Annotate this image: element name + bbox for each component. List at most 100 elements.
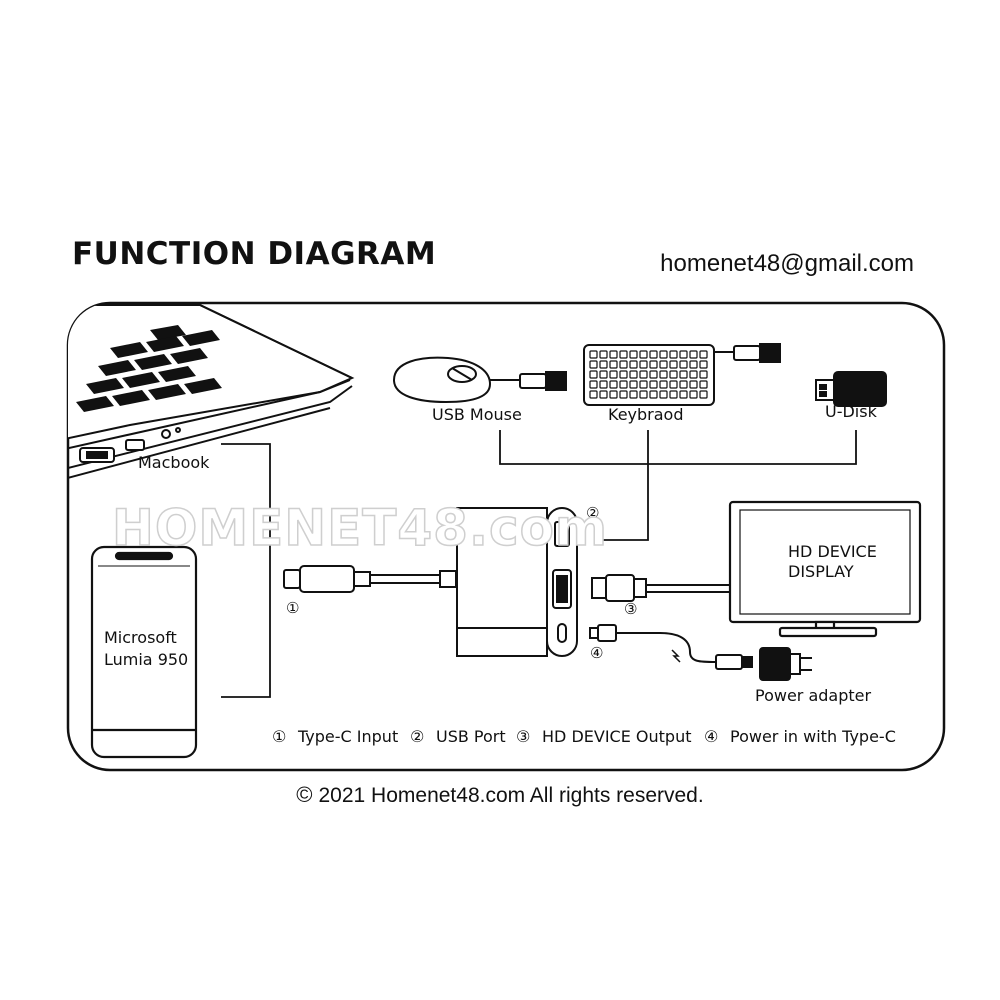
keyboard-label: Keybraod: [608, 405, 684, 424]
diagram-frame: [66, 301, 946, 772]
keyboard-key: [699, 380, 708, 389]
keyboard-key: [619, 390, 628, 399]
keyboard-key: [639, 360, 648, 369]
hub-ports-face: [546, 507, 578, 657]
keyboard-key: [639, 390, 648, 399]
keyboard-key: [669, 370, 678, 379]
keyboard-key: [599, 390, 608, 399]
macbook-illustration: [68, 304, 355, 482]
keyboard-key: [699, 370, 708, 379]
keyboard-key: [589, 350, 598, 359]
hd-display-illustration: [728, 500, 922, 638]
phone-illustration: [90, 545, 198, 759]
marker-2: ②: [586, 504, 599, 522]
keyboard-key: [589, 390, 598, 399]
keyboard-key: [679, 350, 688, 359]
keyboard-keys: [589, 350, 708, 399]
type-c-power-port: [557, 623, 567, 643]
keyboard-key: [669, 360, 678, 369]
keyboard-key: [699, 360, 708, 369]
keyboard-key: [589, 380, 598, 389]
marker-3: ③: [624, 600, 637, 618]
macbook-label: Macbook: [138, 453, 210, 472]
u-disk-illustration: [815, 371, 887, 407]
usb-mouse-illustration: [392, 356, 567, 404]
keyboard-key: [649, 360, 658, 369]
keyboard-key: [619, 360, 628, 369]
keyboard-key: [609, 350, 618, 359]
legend-2-label: USB Port: [436, 727, 506, 746]
legend-1-label: Type-C Input: [297, 727, 398, 746]
keyboard-key: [609, 390, 618, 399]
legend-1-marker: ①: [272, 727, 286, 746]
keyboard-cable: [714, 343, 781, 363]
keyboard-key: [629, 370, 638, 379]
hub-body: [456, 507, 548, 657]
marker-1: ①: [286, 599, 299, 617]
u-disk-label: U-Disk: [825, 402, 878, 421]
keyboard-key: [659, 380, 668, 389]
host-bracket: [221, 443, 271, 698]
keyboard-key: [599, 360, 608, 369]
keyboard-key: [609, 380, 618, 389]
keyboard-key: [599, 350, 608, 359]
phone-label-line2: Lumia 950: [104, 650, 188, 669]
contact-email: homenet48@gmail.com: [660, 250, 914, 277]
display-label-line1: HD DEVICE: [788, 542, 877, 561]
keyboard-key: [689, 350, 698, 359]
type-c-cable: [283, 565, 457, 593]
hdmi-cable: [591, 574, 740, 602]
keyboard-key: [659, 350, 668, 359]
legend: ① Type-C Input ② USB Port ③ HD DEVICE Ou…: [272, 727, 896, 746]
keyboard-key: [689, 390, 698, 399]
legend-2-marker: ②: [410, 727, 424, 746]
keyboard-key: [669, 380, 678, 389]
legend-4-marker: ④: [704, 727, 718, 746]
keyboard-illustration: [583, 344, 715, 406]
display-label-line2: DISPLAY: [788, 562, 854, 581]
copyright-text: 2021 Homenet48.com All rights reserved.: [318, 784, 704, 807]
keyboard-key: [649, 390, 658, 399]
keyboard-key: [669, 390, 678, 399]
keyboard-key: [609, 370, 618, 379]
keyboard-key: [589, 360, 598, 369]
diagram-title: FUNCTION DIAGRAM: [72, 236, 437, 272]
keyboard-key: [699, 390, 708, 399]
phone-label-line1: Microsoft: [104, 628, 177, 647]
keyboard-key: [619, 370, 628, 379]
keyboard-key: [589, 370, 598, 379]
keyboard-key: [649, 350, 658, 359]
keyboard-key: [649, 380, 658, 389]
power-adapter-illustration: [759, 647, 812, 681]
keyboard-key: [679, 360, 688, 369]
usb-port: [554, 521, 570, 547]
keyboard-key: [679, 370, 688, 379]
marker-4: ④: [590, 644, 603, 662]
power-adapter-label: Power adapter: [755, 686, 872, 705]
peripherals-bracket: [499, 430, 857, 541]
watermark: HOMENET48.com: [112, 499, 608, 557]
keyboard-key: [599, 380, 608, 389]
keyboard-key: [689, 360, 698, 369]
legend-4-label: Power in with Type-C: [730, 727, 896, 746]
keyboard-key: [629, 390, 638, 399]
keyboard-key: [679, 390, 688, 399]
keyboard-key: [669, 350, 678, 359]
copyright-symbol: ©: [296, 782, 313, 807]
keyboard-key: [679, 380, 688, 389]
usb-mouse-label: USB Mouse: [432, 405, 522, 424]
keyboard-key: [639, 380, 648, 389]
keyboard-key: [639, 370, 648, 379]
copyright-footer: ©2021 Homenet48.com All rights reserved.: [0, 782, 1000, 808]
legend-3-marker: ③: [516, 727, 530, 746]
keyboard-key: [619, 380, 628, 389]
keyboard-key: [659, 370, 668, 379]
legend-3-label: HD DEVICE Output: [542, 727, 691, 746]
keyboard-key: [659, 390, 668, 399]
keyboard-key: [689, 370, 698, 379]
keyboard-key: [599, 370, 608, 379]
keyboard-key: [629, 360, 638, 369]
keyboard-key: [699, 350, 708, 359]
keyboard-key: [659, 360, 668, 369]
